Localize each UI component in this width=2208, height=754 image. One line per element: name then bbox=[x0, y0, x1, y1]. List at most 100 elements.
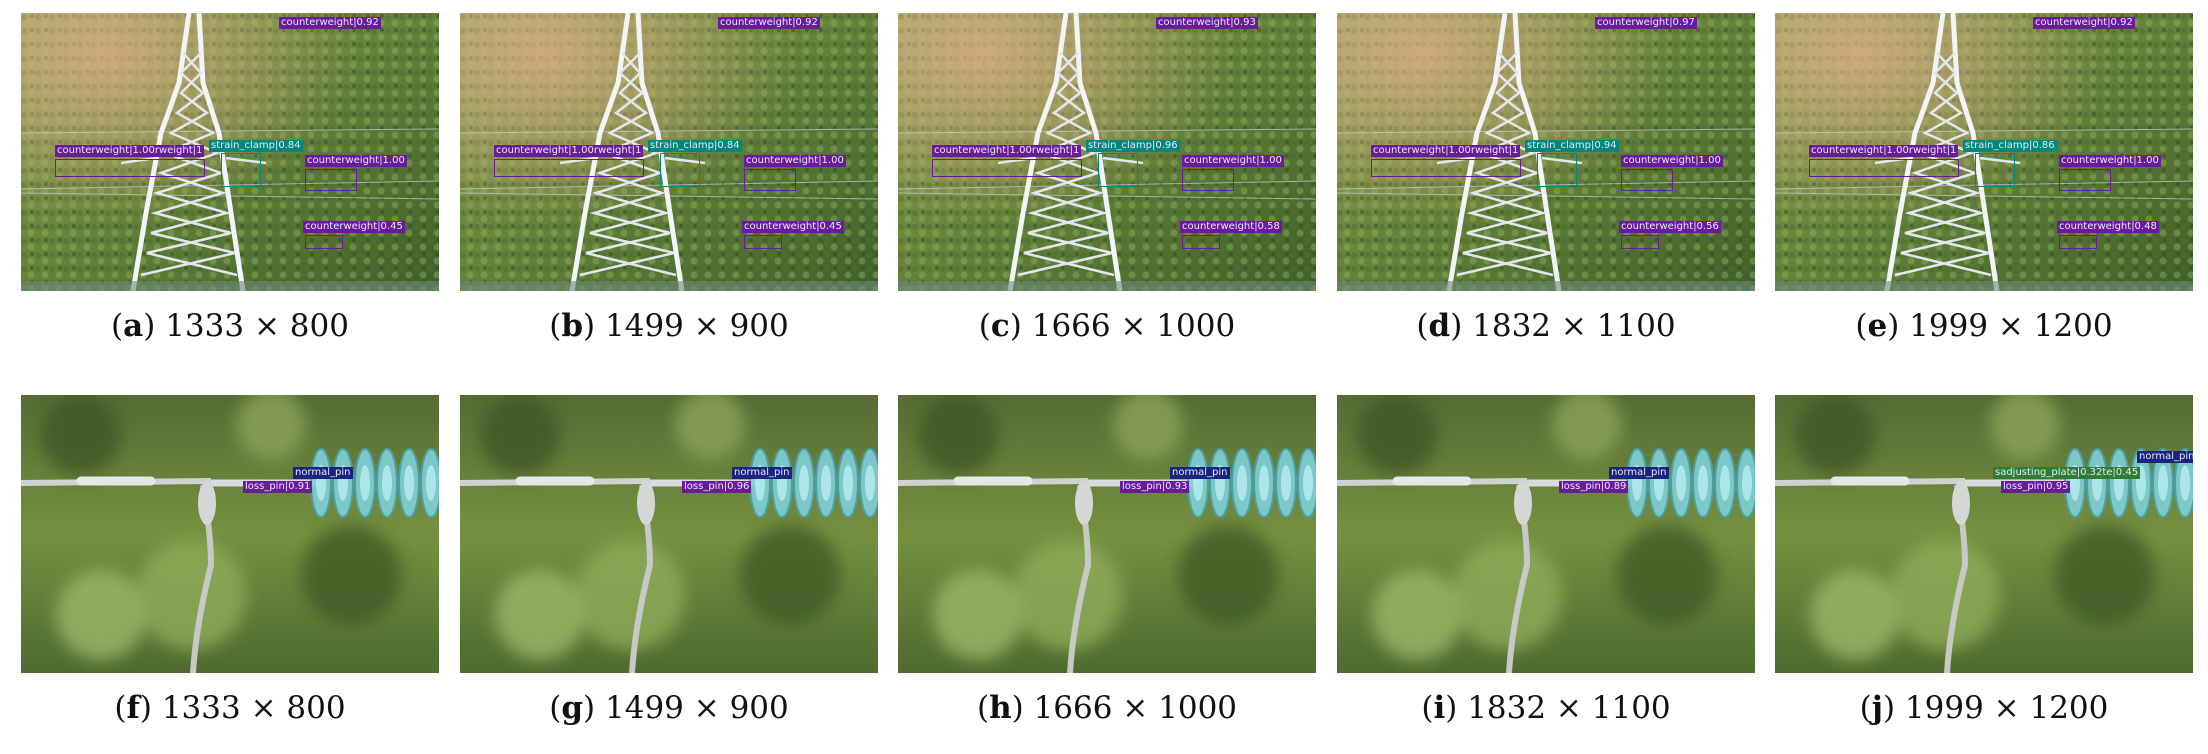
detection-box bbox=[1537, 153, 1577, 187]
subfigure-letter: a bbox=[123, 308, 144, 344]
detection-label: strain_clamp|0.84 bbox=[648, 140, 742, 152]
detection-box bbox=[744, 169, 796, 191]
detection-label: counterweight|1.00rweight|1 bbox=[494, 145, 644, 157]
detection-label: counterweight|1.00 bbox=[1621, 155, 1723, 167]
subfigure-caption: (a) 1333 × 800 bbox=[111, 308, 349, 344]
subfigure-caption: (j) 1999 × 1200 bbox=[1859, 690, 2109, 726]
subfigure-letter: e bbox=[1867, 308, 1888, 344]
detection-image: counterweight|0.92 counterweight|1.00rwei… bbox=[1775, 13, 2193, 291]
detection-label: sadjusting_plate|0.32te|0.45 bbox=[1993, 467, 2141, 479]
detection-label: counterweight|0.58 bbox=[1180, 221, 1282, 233]
detection-label: loss_pin|0.93 bbox=[1120, 481, 1190, 493]
detection-box bbox=[2059, 235, 2097, 249]
detection-label: strain_clamp|0.86 bbox=[1963, 140, 2057, 152]
detection-label: loss_pin|0.95 bbox=[2001, 481, 2071, 493]
detection-box bbox=[932, 159, 1082, 177]
detection-box bbox=[221, 153, 261, 187]
subfigure-letter: g bbox=[561, 690, 584, 726]
image-size: 1333 × 800 bbox=[161, 690, 346, 726]
detection-label: counterweight|0.45 bbox=[303, 221, 405, 233]
image-size: 1999 × 1200 bbox=[1909, 308, 2113, 344]
detection-box bbox=[55, 159, 205, 177]
detection-box bbox=[305, 169, 357, 191]
subfigure-letter: h bbox=[989, 690, 1012, 726]
subfigure-letter: f bbox=[126, 690, 140, 726]
detection-label: counterweight|0.93 bbox=[1156, 17, 1258, 29]
detection-image: normal_pin loss_pin|0.96 bbox=[460, 395, 878, 673]
detection-label: normal_pin bbox=[732, 467, 792, 479]
image-size: 1499 × 900 bbox=[605, 308, 789, 344]
detection-label: loss_pin|0.89 bbox=[1559, 481, 1629, 493]
detection-image: counterweight|0.97 counterweight|1.00rwei… bbox=[1337, 13, 1755, 291]
detection-label: counterweight|0.97 bbox=[1595, 17, 1697, 29]
detection-label: counterweight|1.00 bbox=[2059, 155, 2161, 167]
detection-box bbox=[1098, 153, 1138, 187]
detection-box bbox=[2059, 169, 2111, 191]
insulator-photo-9 bbox=[1775, 395, 2193, 673]
detection-label: loss_pin|0.96 bbox=[682, 481, 752, 493]
image-size: 1999 × 1200 bbox=[1904, 690, 2109, 726]
detection-image: normal_pin loss_pin|0.93 bbox=[898, 395, 1316, 673]
subfigure-caption: (i) 1832 × 1100 bbox=[1421, 690, 1671, 726]
detection-label: counterweight|0.56 bbox=[1619, 221, 1721, 233]
tower-photo-4 bbox=[1775, 13, 2193, 291]
image-size: 1666 × 1000 bbox=[1031, 308, 1236, 344]
image-size: 1499 × 900 bbox=[605, 690, 789, 726]
detection-label: loss_pin|0.91 bbox=[243, 481, 313, 493]
insulator-photo-6 bbox=[460, 395, 878, 673]
detection-label: counterweight|0.92 bbox=[718, 17, 820, 29]
detection-box bbox=[1975, 153, 2015, 187]
detection-label: counterweight|1.00rweight|1 bbox=[1809, 145, 1959, 157]
detection-box bbox=[660, 153, 700, 187]
detection-box bbox=[1809, 159, 1959, 177]
detection-label: counterweight|1.00rweight|1 bbox=[932, 145, 1082, 157]
subfigure-letter: d bbox=[1428, 308, 1451, 344]
detection-box bbox=[1621, 169, 1673, 191]
insulator-photo-8 bbox=[1337, 395, 1755, 673]
subfigure-caption: (g) 1499 × 900 bbox=[549, 690, 789, 726]
detection-label: counterweight|1.00rweight|1 bbox=[1371, 145, 1521, 157]
detection-box bbox=[1182, 235, 1220, 249]
detection-image: counterweight|0.92 counterweight|1.00rwei… bbox=[460, 13, 878, 291]
detection-label: strain_clamp|0.96 bbox=[1086, 140, 1180, 152]
subfigure-letter: j bbox=[1871, 690, 1883, 726]
detection-label: counterweight|0.92 bbox=[2033, 17, 2135, 29]
subfigure-letter: b bbox=[561, 308, 584, 344]
tower-photo-0 bbox=[21, 13, 439, 291]
subfigure-caption: (e) 1999 × 1200 bbox=[1855, 308, 2113, 344]
subfigure-letter: c bbox=[990, 308, 1010, 344]
detection-image: normal_pin loss_pin|0.91 bbox=[21, 395, 439, 673]
detection-box bbox=[494, 159, 644, 177]
detection-label: normal_pin bbox=[1609, 467, 1669, 479]
subfigure-caption: (c) 1666 × 1000 bbox=[978, 308, 1236, 344]
subfigure-caption: (d) 1832 × 1100 bbox=[1416, 308, 1676, 344]
detection-label: counterweight|0.45 bbox=[742, 221, 844, 233]
detection-label: counterweight|1.00 bbox=[305, 155, 407, 167]
detection-label: counterweight|1.00rweight|1 bbox=[55, 145, 205, 157]
image-size: 1666 × 1000 bbox=[1033, 690, 1238, 726]
detection-image: counterweight|0.93 counterweight|1.00rwei… bbox=[898, 13, 1316, 291]
detection-label: counterweight|1.00 bbox=[744, 155, 846, 167]
detection-box bbox=[305, 235, 343, 249]
insulator-photo-7 bbox=[898, 395, 1316, 673]
image-size: 1832 × 1100 bbox=[1467, 690, 1671, 726]
detection-label: counterweight|0.48 bbox=[2057, 221, 2159, 233]
subfigure-caption: (f) 1333 × 800 bbox=[114, 690, 346, 726]
detection-label: normal_pin bbox=[2137, 451, 2193, 463]
detection-label: normal_pin bbox=[293, 467, 353, 479]
subfigure-caption: (b) 1499 × 900 bbox=[549, 308, 789, 344]
detection-box bbox=[1182, 169, 1234, 191]
subfigure-caption: (h) 1666 × 1000 bbox=[976, 690, 1238, 726]
detection-label: normal_pin bbox=[1170, 467, 1230, 479]
image-size: 1832 × 1100 bbox=[1472, 308, 1676, 344]
insulator-photo-5 bbox=[21, 395, 439, 673]
detection-box bbox=[1621, 235, 1659, 249]
detection-box bbox=[744, 235, 782, 249]
image-size: 1333 × 800 bbox=[165, 308, 349, 344]
subfigure-letter: i bbox=[1433, 690, 1446, 726]
detection-label: strain_clamp|0.94 bbox=[1525, 140, 1619, 152]
detection-label: counterweight|1.00 bbox=[1182, 155, 1284, 167]
detection-box bbox=[1371, 159, 1521, 177]
